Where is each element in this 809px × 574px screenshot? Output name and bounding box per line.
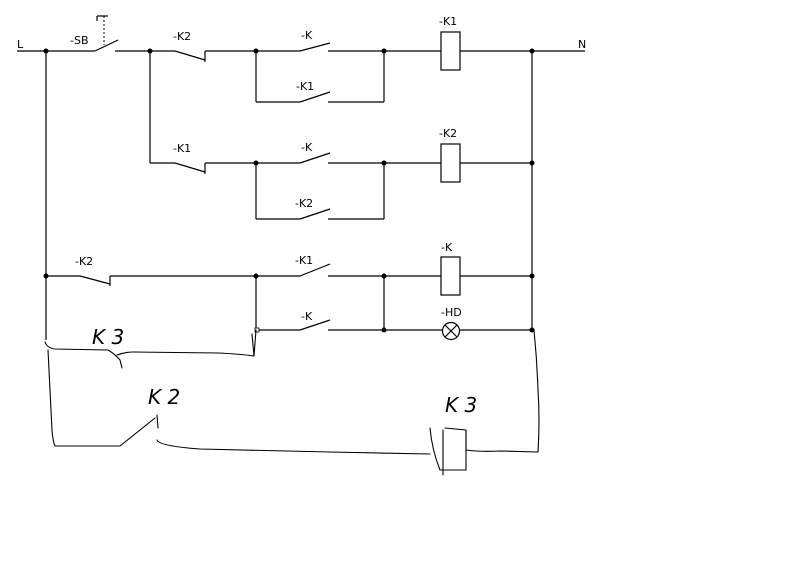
coil-k2 bbox=[440, 143, 461, 183]
r2-k-label: -K bbox=[301, 141, 313, 154]
contact-k2-seal-rung2: -K2 bbox=[255, 163, 385, 220]
hand-k3-top-label: K 3 bbox=[92, 325, 124, 349]
contact-k2-nc-rung1: -K2 bbox=[173, 30, 256, 62]
r1-k2-label: -K2 bbox=[173, 30, 191, 43]
rung-1: -K2 -K -K1 -K1 bbox=[43, 15, 535, 103]
lamp-hd bbox=[441, 321, 461, 341]
coil-k2-label: -K2 bbox=[439, 127, 457, 140]
right-rail bbox=[531, 50, 585, 330]
rung-4: -K -HD bbox=[254, 276, 535, 341]
r4-k-label: -K bbox=[301, 310, 313, 323]
r3-k1-label: -K1 bbox=[295, 254, 313, 267]
contact-k-no-rung2: -K bbox=[256, 141, 384, 164]
r2-k1-label: -K1 bbox=[173, 142, 191, 155]
left-rail bbox=[17, 50, 95, 340]
contact-k-no-rung4: -K bbox=[299, 310, 384, 331]
hand-k2-label: K 2 bbox=[148, 385, 180, 409]
contact-k1-nc-rung2: -K1 bbox=[173, 142, 256, 174]
r3-k2-label: -K2 bbox=[75, 255, 93, 268]
sb-label: -SB bbox=[70, 34, 89, 47]
r1-k-label: -K bbox=[301, 29, 313, 42]
terminal-l-label: L bbox=[17, 38, 24, 51]
contact-k1-no-rung3: -K1 bbox=[256, 254, 384, 277]
contact-k2-nc-rung3: -K2 bbox=[75, 255, 256, 286]
coil-k1-label: -K1 bbox=[439, 15, 457, 28]
hand-k3-right-label: K 3 bbox=[445, 393, 477, 417]
r2-k2-par-label: -K2 bbox=[295, 197, 313, 210]
sb-pushbutton: -SB bbox=[70, 15, 150, 52]
coil-k-label: -K bbox=[441, 241, 453, 254]
coil-k bbox=[440, 256, 461, 296]
rung-2: -K1 -K -K2 -K2 bbox=[149, 51, 535, 220]
coil-k1 bbox=[440, 31, 461, 71]
terminal-n-label: N bbox=[578, 38, 586, 51]
hand-drawn-additions: K 3 K 2 K 3 bbox=[44, 325, 540, 476]
contact-k1-seal-rung1: -K1 bbox=[255, 51, 385, 103]
lamp-hd-label: -HD bbox=[441, 306, 462, 319]
contact-k-no-rung1: -K bbox=[256, 29, 384, 52]
rung-3: -K2 -K1 -K bbox=[43, 241, 535, 296]
r1-k1-par-label: -K1 bbox=[296, 80, 314, 93]
